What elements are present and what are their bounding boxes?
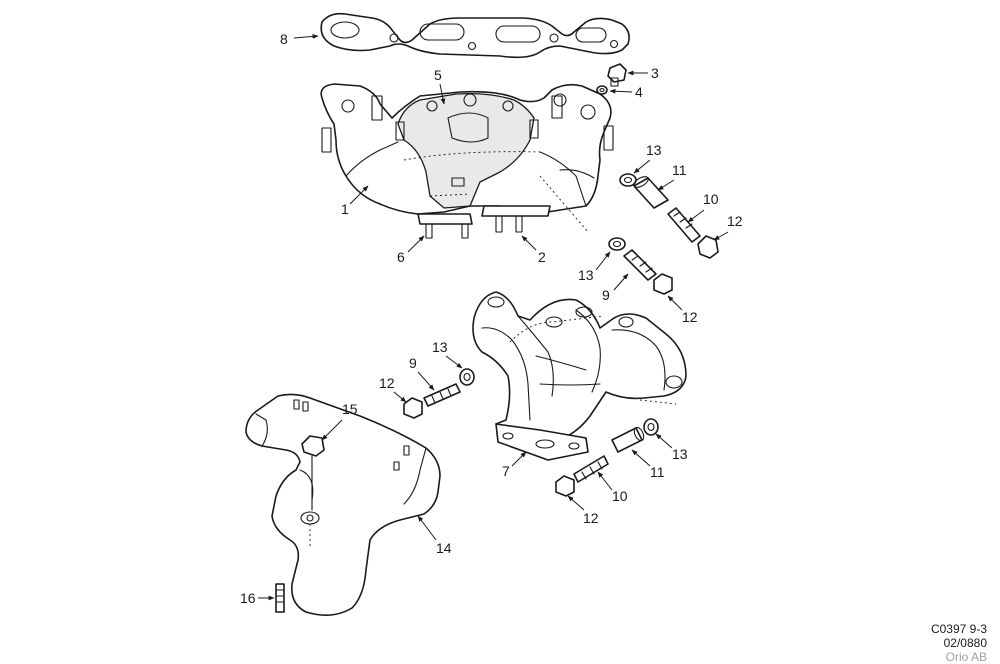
sleeve-part-11-upper [633, 176, 669, 209]
bolt-part-3 [607, 63, 627, 87]
callout-9-lower: 9 [409, 355, 417, 371]
callout-10-upper: 10 [703, 191, 719, 207]
figure-code: C0397 9-3 [930, 622, 987, 636]
figure-reference: C0397 9-3 02/0880 Orio AB [931, 622, 987, 664]
callout-12-upper: 12 [727, 213, 743, 229]
callout-14: 14 [436, 540, 452, 556]
exhaust-manifold-upper-part-1 [320, 83, 614, 239]
callout-3: 3 [651, 65, 659, 81]
washer-part-13-lower-right [643, 418, 659, 436]
nut-part-15 [301, 435, 325, 511]
heat-shield-part-14 [245, 393, 441, 616]
callout-8: 8 [280, 31, 288, 47]
stud-part-10-upper [667, 207, 701, 243]
stud-part-10-lower [573, 455, 609, 483]
callout-12-lower-left: 12 [379, 375, 395, 391]
stud-part-9-lower [423, 383, 461, 407]
stud-part-6 [425, 223, 433, 239]
callout-12-mid: 12 [682, 309, 698, 325]
stud-part-9-mid [623, 249, 657, 281]
callout-5: 5 [434, 67, 442, 83]
figure-date: 02/0880 [943, 636, 987, 650]
callout-9-mid: 9 [602, 287, 610, 303]
callout-15: 15 [342, 401, 358, 417]
callout-12-lower-right: 12 [583, 510, 599, 526]
gasket-part-8 [320, 12, 630, 59]
nut-part-12-lower-left [403, 397, 423, 419]
callout-6: 6 [397, 249, 405, 265]
callout-10-lower: 10 [612, 488, 628, 504]
nut-part-12-mid [653, 273, 673, 295]
sleeve-part-11-lower [611, 426, 645, 453]
callout-7: 7 [502, 463, 510, 479]
washer-part-13-upper [619, 173, 637, 187]
callout-13-upper: 13 [646, 142, 662, 158]
callouts: 8 5 3 4 1 6 2 13 11 10 12 13 9 [240, 31, 743, 606]
exhaust-manifold-lower-part-7 [472, 291, 687, 461]
washer-part-4 [596, 85, 608, 95]
nut-part-12-upper [697, 235, 719, 259]
callout-13-lower-right: 13 [672, 446, 688, 462]
callout-13-mid: 13 [578, 267, 594, 283]
stud-part-16 [275, 583, 285, 613]
heat-shield-part-5 [397, 92, 535, 209]
callout-2: 2 [538, 249, 546, 265]
alignment-line-lower-right [639, 399, 677, 405]
stud-part-2 [495, 215, 503, 233]
callout-11-lower: 11 [650, 464, 665, 480]
nut-part-12-lower-right [555, 475, 575, 497]
callout-11-upper: 11 [672, 162, 687, 178]
callout-1: 1 [341, 201, 349, 217]
callout-4: 4 [635, 84, 643, 100]
callout-16: 16 [240, 590, 256, 606]
callout-13-lower-left: 13 [432, 339, 448, 355]
publisher: Orio AB [945, 650, 987, 664]
washer-part-13-mid [608, 237, 626, 251]
alignment-line-lower [509, 315, 605, 343]
alignment-line-upper [539, 175, 589, 233]
washer-part-13-lower-left [459, 368, 475, 386]
